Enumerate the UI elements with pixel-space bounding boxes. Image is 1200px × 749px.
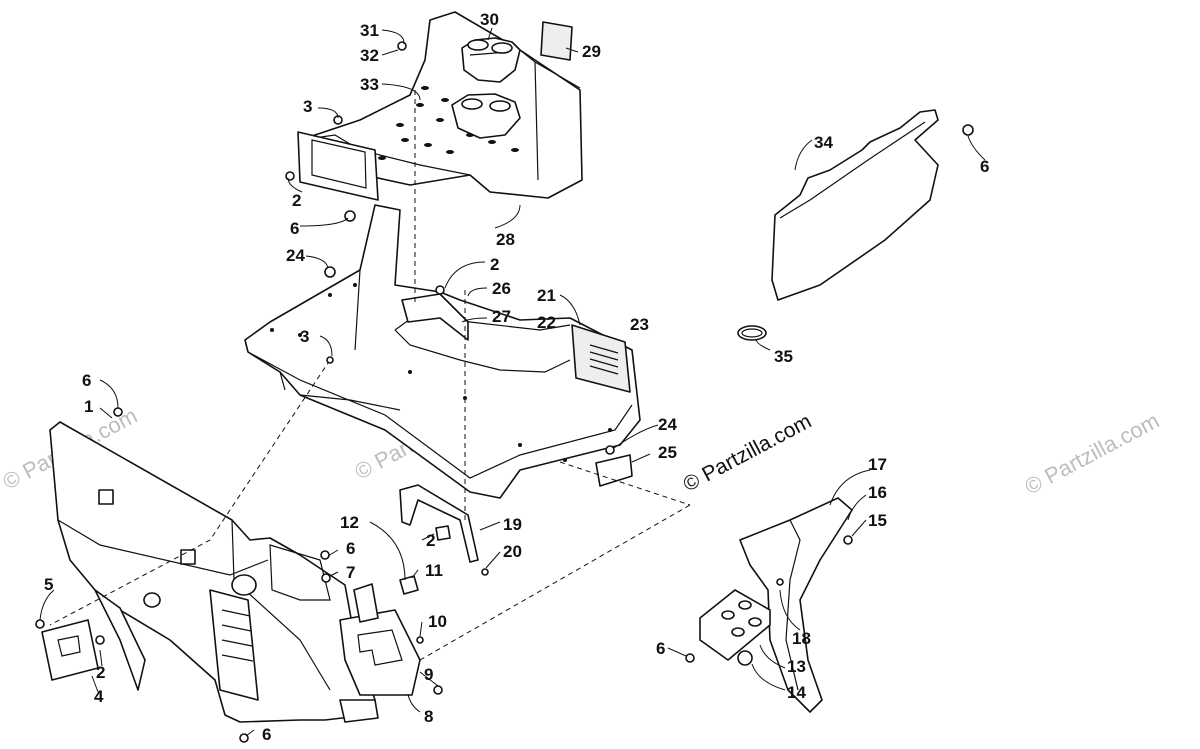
callout-24b: 24 — [658, 415, 677, 434]
part-14-grommet — [737, 650, 753, 666]
callout-31: 31 — [360, 21, 379, 40]
callout-17: 17 — [868, 455, 887, 474]
callout-3b: 3 — [300, 327, 309, 346]
callout-1: 1 — [84, 397, 93, 416]
part-23-decal-lines — [589, 344, 619, 375]
part-28-upper-tray — [297, 11, 583, 201]
callout-24a: 24 — [286, 246, 305, 265]
callout-28: 28 — [496, 230, 515, 249]
hardware — [35, 41, 974, 743]
callout-4: 4 — [94, 687, 104, 706]
callout-20: 20 — [503, 542, 522, 561]
part-8-bracket — [339, 609, 421, 696]
callout-6d: 6 — [262, 725, 271, 744]
callout-25: 25 — [658, 443, 677, 462]
callout-2d: 2 — [96, 663, 105, 682]
callout-14: 14 — [787, 683, 806, 702]
callout-11: 11 — [425, 561, 443, 580]
callout-7: 7 — [346, 563, 355, 582]
callout-13: 13 — [787, 657, 806, 676]
callout-2c: 2 — [426, 531, 435, 550]
callout-21: 21 — [537, 286, 556, 305]
watermark-main: © Partzilla.com — [680, 410, 816, 497]
callout-32: 32 — [360, 46, 379, 65]
part-35-ring-inner — [741, 328, 763, 338]
callout-30: 30 — [480, 10, 499, 29]
part-30-cup-holder — [461, 37, 521, 83]
part-21-floor-tub — [244, 204, 641, 499]
part-23-decal — [571, 324, 631, 393]
part-13-bracket — [699, 589, 771, 661]
part-34-side-panel — [771, 109, 939, 301]
callout-6a: 6 — [290, 219, 299, 238]
callout-6f: 6 — [656, 639, 665, 658]
callout-6e: 6 — [980, 157, 989, 176]
part-19-bracket — [399, 484, 479, 563]
callout-35: 35 — [774, 347, 793, 366]
callout-19: 19 — [503, 515, 522, 534]
callout-6c: 6 — [346, 539, 355, 558]
callout-5: 5 — [44, 575, 53, 594]
callout-10: 10 — [428, 612, 447, 631]
callout-27: 27 — [492, 307, 511, 326]
callout-2b: 2 — [490, 255, 499, 274]
callout-6b: 6 — [82, 371, 91, 390]
part-33-cup-holder — [451, 93, 521, 139]
callout-2a: 2 — [292, 191, 301, 210]
part-17-fender — [739, 497, 853, 713]
part-4-plate — [41, 619, 99, 681]
callout-8: 8 — [424, 707, 433, 726]
leader-lines — [39, 27, 986, 737]
part-11-clip — [399, 575, 419, 595]
callout-26: 26 — [492, 279, 511, 298]
callout-34: 34 — [814, 133, 833, 152]
callout-23: 23 — [630, 315, 649, 334]
part-2-clip — [435, 525, 451, 541]
callout-29: 29 — [582, 42, 601, 61]
callout-3a: 3 — [303, 97, 312, 116]
callout-18: 18 — [792, 629, 811, 648]
part-25-bracket — [595, 454, 633, 487]
callout-33: 33 — [360, 75, 379, 94]
callout-22: 22 — [537, 313, 556, 332]
callout-12: 12 — [340, 513, 359, 532]
callout-16: 16 — [868, 483, 887, 502]
assembly-lines — [49, 90, 691, 661]
callout-numbers: 31 32 30 29 33 3 2 6 24 28 2 26 27 21 22… — [44, 10, 989, 744]
part-29-decal — [540, 21, 573, 61]
watermark-right: © Partzilla.com — [1021, 408, 1164, 500]
callout-9: 9 — [424, 665, 433, 684]
part-35-ring — [737, 325, 767, 341]
callout-15: 15 — [868, 511, 887, 530]
part-7-bracket — [353, 583, 379, 623]
